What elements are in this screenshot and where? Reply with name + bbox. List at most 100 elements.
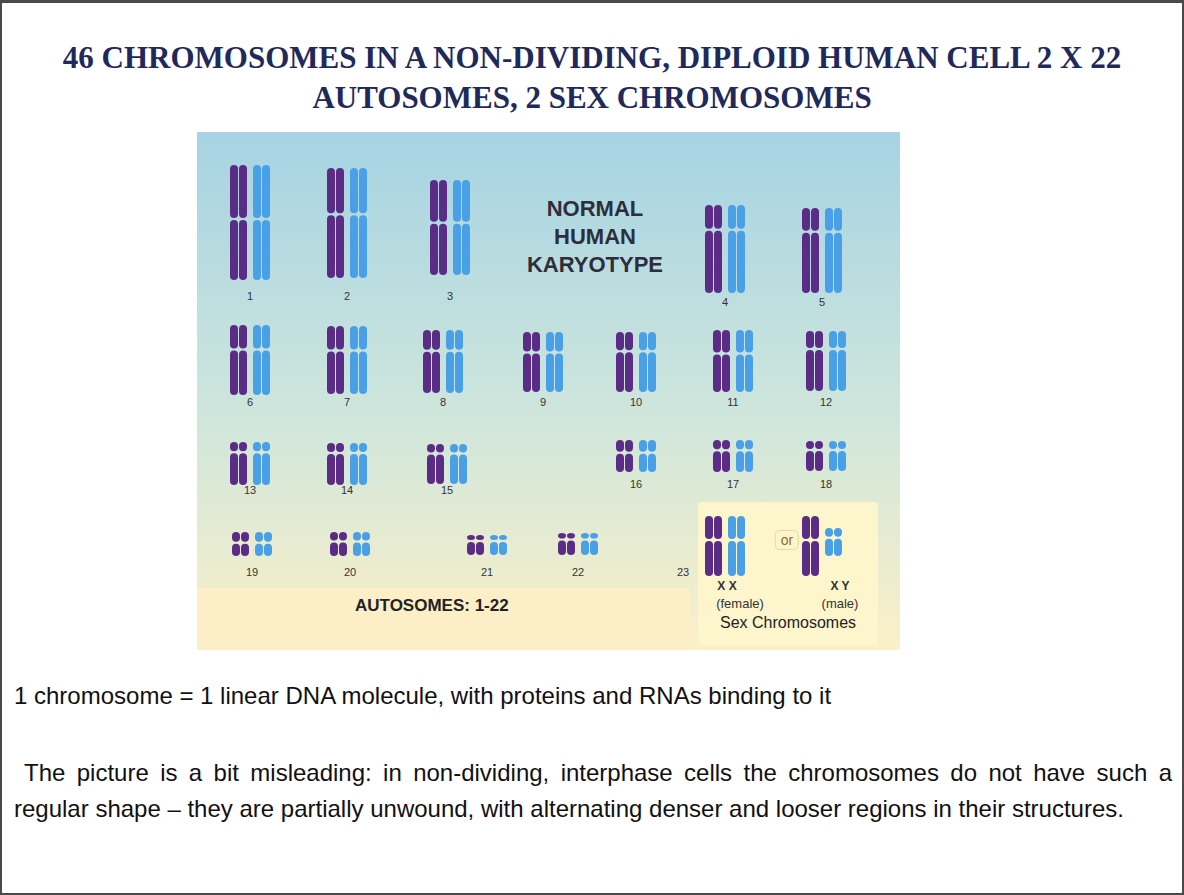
chromatid-arm	[239, 325, 247, 349]
chromatid-arm	[802, 233, 810, 293]
chromatid-arm	[825, 208, 833, 231]
chromatid-arm	[232, 532, 240, 542]
chromatid-arm	[616, 352, 624, 392]
chromatid-arm	[581, 533, 589, 539]
chromatid-arm	[639, 332, 647, 350]
sex-label: (female)	[716, 596, 764, 611]
chromatid-arm	[239, 220, 247, 280]
chromatid-arm	[555, 332, 563, 351]
chromatid-arm	[262, 325, 270, 349]
chromatid-arm	[427, 444, 435, 453]
chromatid-arm	[230, 351, 238, 396]
chromatid-arm	[736, 451, 744, 472]
chromatid-arm	[359, 443, 367, 452]
chromatid-arm	[232, 544, 240, 556]
chromatid-arm	[241, 544, 249, 556]
chromatid-arm	[350, 215, 358, 278]
chromatid-arm	[453, 180, 461, 222]
chromatid-arm	[362, 543, 370, 556]
chromosome-number: 5	[819, 296, 825, 308]
chromatid-arm	[350, 168, 358, 213]
chromatid-arm	[230, 442, 238, 451]
chromatid-arm	[806, 331, 814, 348]
chromatid-arm	[350, 351, 358, 394]
chromatid-arm	[737, 205, 745, 229]
chromatid-arm	[639, 352, 647, 392]
chromatid-arm	[558, 541, 566, 555]
chromatid-arm	[705, 205, 713, 229]
chromatid-arm	[745, 440, 753, 449]
chromatid-arm	[336, 168, 344, 213]
chromatid-arm	[736, 355, 744, 392]
chromatid-arm	[648, 454, 656, 472]
chromatid-arm	[722, 330, 730, 353]
chromatid-arm	[327, 443, 335, 452]
chromatid-arm	[838, 451, 846, 471]
chromatid-arm	[436, 455, 444, 484]
chromatid-arm	[811, 208, 819, 231]
chromatid-arm	[722, 451, 730, 472]
chromatid-arm	[722, 440, 730, 449]
chromatid-arm	[737, 541, 745, 576]
chromatid-arm	[230, 165, 238, 218]
chromatid-arm	[262, 442, 270, 451]
chromosome-number: 21	[481, 566, 493, 578]
chromatid-arm	[253, 220, 261, 280]
chromatid-arm	[815, 451, 823, 471]
chromatid-arm	[555, 353, 563, 392]
chromatid-arm	[359, 351, 367, 394]
chromosome-number: 3	[447, 290, 453, 302]
chromatid-arm	[430, 180, 438, 222]
chromatid-arm	[359, 168, 367, 213]
chromatid-arm	[459, 455, 467, 484]
chromatid-arm	[330, 532, 338, 541]
chromatid-arm	[825, 539, 833, 556]
sex-chromosomes	[705, 516, 842, 576]
chromosome-number: 22	[572, 566, 584, 578]
chromatid-arm	[834, 233, 842, 293]
chromatid-arm	[802, 541, 810, 576]
chromatid-arm	[714, 231, 722, 293]
chromatid-arm	[239, 453, 247, 485]
chromatid-arm	[728, 231, 736, 293]
chromatid-arm	[714, 205, 722, 229]
sex-chromosome-box: Sex Chromosomes	[698, 502, 878, 645]
chromatid-arm	[829, 350, 837, 391]
chromatid-arm	[262, 351, 270, 396]
chromatid-arm	[436, 444, 444, 453]
chromatid-arm	[350, 454, 358, 485]
chromatid-arm	[648, 332, 656, 350]
chromatid-arm	[423, 330, 431, 350]
chromatid-arm	[523, 353, 531, 392]
chromatid-arm	[815, 331, 823, 348]
chromatid-arm	[815, 350, 823, 391]
chromatid-arm	[811, 516, 819, 539]
chromatid-arm	[590, 533, 598, 539]
chromatid-arm	[459, 444, 467, 453]
chromatid-arm	[838, 331, 846, 348]
chromatid-arm	[581, 541, 589, 555]
chromatid-arm	[230, 220, 238, 280]
chromosome-number: 10	[630, 396, 642, 408]
chromatid-arm	[838, 350, 846, 391]
chromatid-arm	[625, 454, 633, 472]
chromatid-arm	[825, 528, 833, 537]
chromatid-arm	[728, 541, 736, 576]
chromatid-arm	[722, 355, 730, 392]
chromatid-arm	[339, 543, 347, 556]
chromatid-arm	[745, 355, 753, 392]
chromatid-arm	[616, 454, 624, 472]
chromatid-arm	[714, 516, 722, 539]
chromatid-arm	[430, 224, 438, 275]
chromatid-arm	[590, 541, 598, 555]
image-panel	[197, 132, 900, 650]
chromatid-arm	[239, 165, 247, 218]
chromatid-arm	[262, 220, 270, 280]
chromosome-number: 4	[722, 296, 728, 308]
chromatid-arm	[745, 330, 753, 353]
chromatid-arm	[423, 352, 431, 393]
chromatid-arm	[327, 351, 335, 394]
chromosome-number: 1	[247, 290, 253, 302]
chromatid-arm	[834, 528, 842, 537]
chromosome-number: 7	[344, 396, 350, 408]
